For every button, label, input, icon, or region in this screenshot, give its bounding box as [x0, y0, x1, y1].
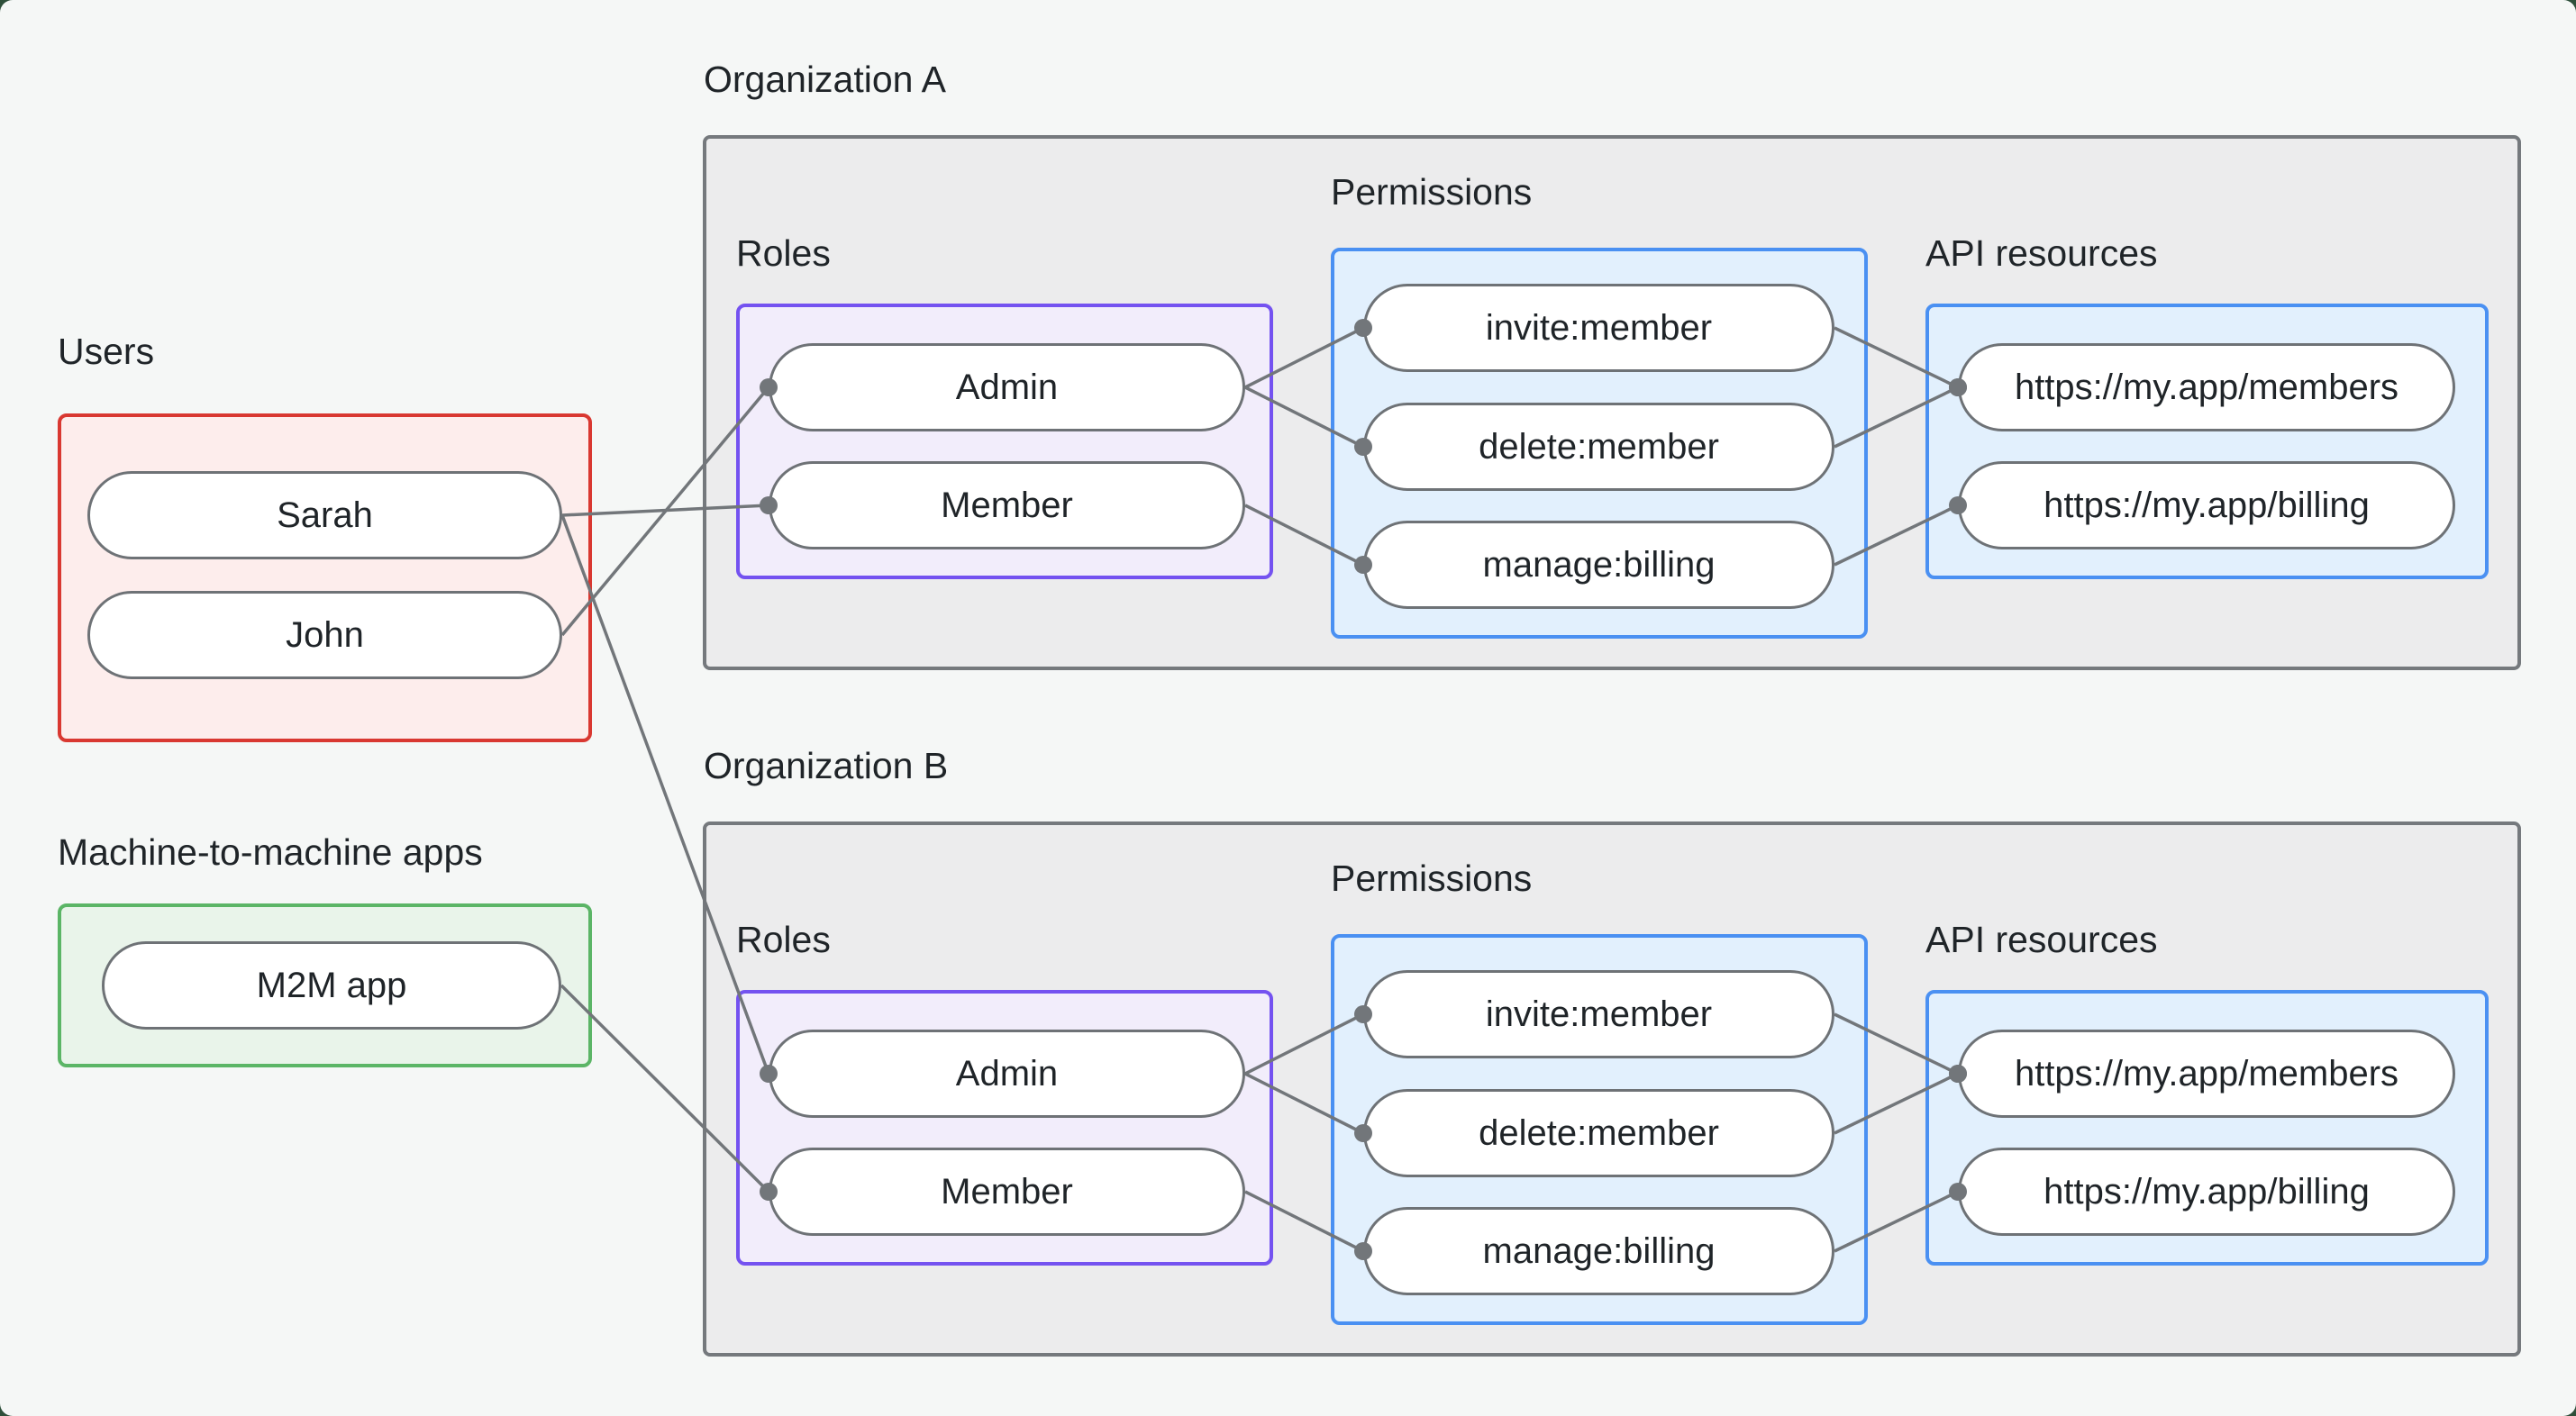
orgA-permission-node-invite-member: invite:member — [1363, 284, 1834, 372]
orgA-permission-node-delete-member: delete:member — [1363, 403, 1834, 491]
orgA-title: Organization A — [704, 59, 946, 100]
orgA-role-node-member: Member — [769, 461, 1245, 549]
orgB-permission-node-delete-member: delete:member — [1363, 1089, 1834, 1177]
orgB-title: Organization B — [704, 745, 949, 786]
orgB-role-node-member: Member — [769, 1148, 1245, 1236]
orgB-roles-label: Roles — [736, 919, 831, 960]
orgA-api-node-members: https://my.app/members — [1958, 343, 2455, 431]
orgA-role-node-admin: Admin — [769, 343, 1245, 431]
orgB-api-node-members: https://my.app/members — [1958, 1030, 2455, 1118]
m2m-node-app: M2M app — [102, 941, 561, 1030]
orgA-api-resources-label: API resources — [1925, 232, 2158, 274]
orgB-api-node-billing: https://my.app/billing — [1958, 1148, 2455, 1236]
orgA-permissions-label: Permissions — [1331, 171, 1533, 213]
users-group-box — [58, 413, 592, 742]
orgB-role-node-admin: Admin — [769, 1030, 1245, 1118]
orgB-api-resources-label: API resources — [1925, 919, 2158, 960]
m2m-section-label: Machine-to-machine apps — [58, 831, 483, 873]
user-node-sarah: Sarah — [87, 471, 562, 559]
orgB-permission-node-invite-member: invite:member — [1363, 970, 1834, 1058]
orgA-api-node-billing: https://my.app/billing — [1958, 461, 2455, 549]
users-section-label: Users — [58, 331, 155, 372]
orgA-permission-node-manage-billing: manage:billing — [1363, 521, 1834, 609]
user-node-john: John — [87, 591, 562, 679]
orgB-permission-node-manage-billing: manage:billing — [1363, 1207, 1834, 1295]
orgA-roles-label: Roles — [736, 232, 831, 274]
orgB-permissions-label: Permissions — [1331, 858, 1533, 899]
